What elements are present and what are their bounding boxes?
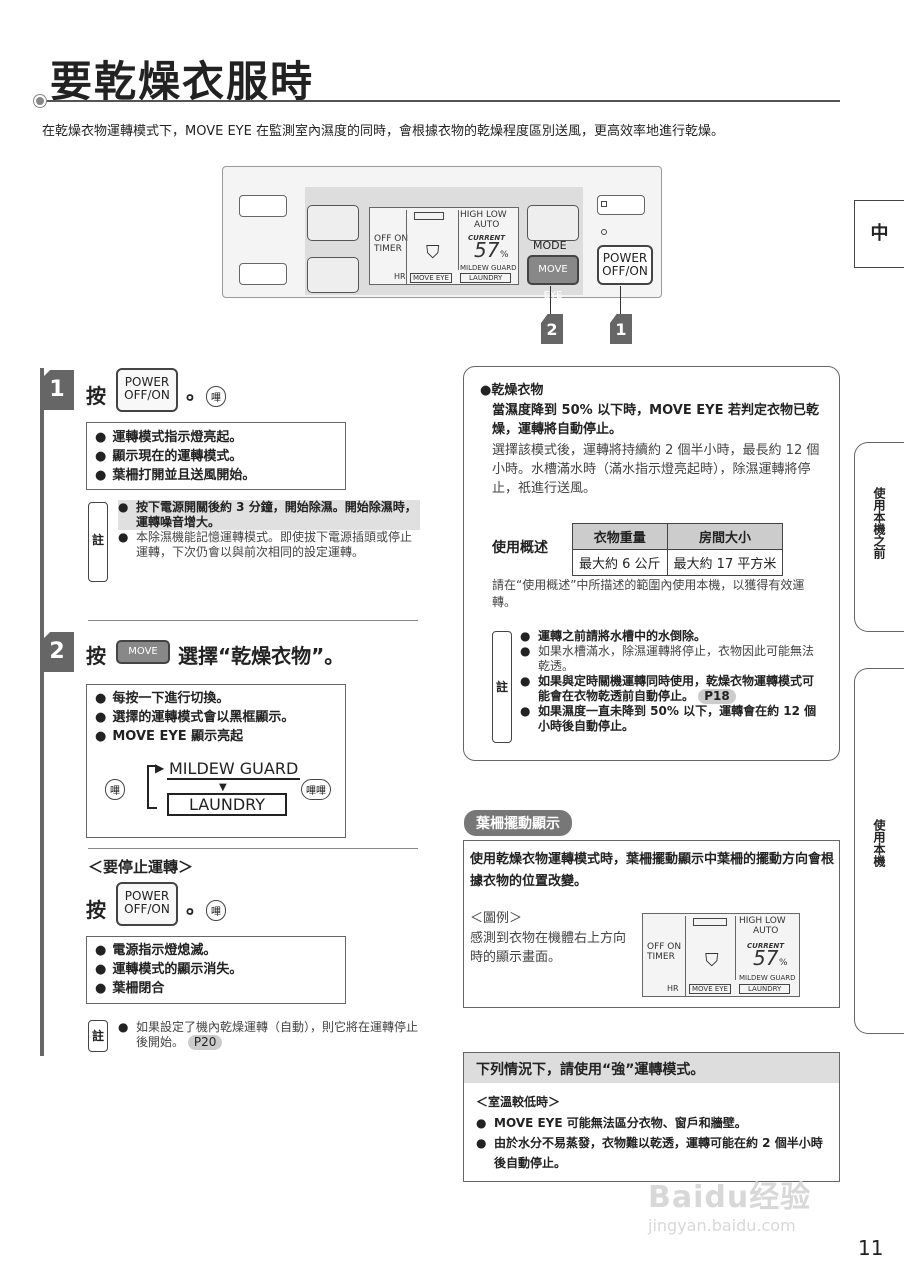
step-2-mildew-guard: MILDEW GUARD bbox=[167, 759, 301, 780]
dry-clothes-box: ●乾燥衣物 當濕度降到 50% 以下時，MOVE EYE 若判定衣物已乾燥，運轉… bbox=[463, 366, 840, 761]
panel-key bbox=[307, 205, 359, 241]
divider bbox=[88, 848, 418, 849]
stop-end: 。 bbox=[186, 894, 206, 918]
tab-language: 中 bbox=[854, 200, 904, 268]
strong-sub: ＜室溫較低時＞ bbox=[476, 1095, 561, 1109]
title-dot bbox=[34, 95, 46, 107]
panel-key bbox=[307, 257, 359, 293]
panel-lcd: OFF ON TIMER HR ⛉ HIGH LOW AUTO CURRENT … bbox=[369, 207, 519, 285]
panel-mode-label: MODE bbox=[533, 239, 567, 252]
dry-bold-text: 當濕度降到 50% 以下時，MOVE EYE 若判定衣物已乾燥，運轉將自動停止。 bbox=[492, 403, 819, 437]
step-2-press: 按 bbox=[86, 644, 106, 668]
callout-2: 2 bbox=[541, 314, 563, 344]
usage-label: 使用概述 bbox=[492, 540, 548, 556]
watermark-logo: Baidu经验 bbox=[648, 1180, 812, 1215]
step-1-press: 按 bbox=[86, 384, 106, 408]
lcd-high-low: HIGH LOW bbox=[460, 210, 507, 220]
step-2-beep-1: 嗶 bbox=[105, 779, 125, 800]
step-1-beep: 嗶 bbox=[206, 386, 226, 407]
lcd-timer: TIMER bbox=[374, 244, 402, 254]
lcd-move-eye: MOVE EYE bbox=[410, 273, 452, 283]
stop-bullets: 電源指示燈熄滅。 運轉模式的顯示消失。 葉柵閉合 bbox=[86, 936, 346, 1004]
step-2-bullets: 每按一下進行切換。 選擇的運轉模式會以黑框顯示。 MOVE EYE 顯示亮起 嗶… bbox=[86, 684, 346, 838]
step-2-move-eye-button-icon: MOVE EYE bbox=[116, 640, 170, 677]
step-1-notes: 按下電源開關後約 3 分鐘，開始除濕。開始除濕時，運轉噪音增大。 本除濕機能記憶… bbox=[118, 500, 420, 560]
left-rule bbox=[40, 368, 44, 1056]
lcd-mildew-guard: MILDEW GUARD bbox=[460, 264, 517, 272]
strong-bullets: MOVE EYE 可能無法區分衣物、窗戶和牆壁。 由於水分不易蒸發，衣物難以乾透… bbox=[476, 1113, 832, 1173]
louver-pill: 葉柵擺動顯示 bbox=[464, 810, 572, 836]
lcd-humidity: 57 bbox=[474, 238, 500, 262]
step-2-select: 選擇“乾燥衣物”。 bbox=[178, 644, 345, 668]
step-1-note-icon: 註 bbox=[88, 502, 108, 582]
panel-indicator-button bbox=[597, 195, 645, 215]
step-2-badge: 2 bbox=[40, 632, 74, 672]
panel-key bbox=[527, 205, 579, 241]
louver-desc: 使用乾燥衣物運轉模式時，葉柵擺動顯示中葉柵的擺動方向會根據衣物的位置改變。 bbox=[470, 852, 835, 889]
intro-text: 在乾燥衣物運轉模式下，MOVE EYE 在監測室內濕度的同時，會根據衣物的乾燥程… bbox=[42, 124, 724, 139]
title-rule bbox=[36, 100, 840, 102]
panel-button-left-top bbox=[239, 195, 287, 217]
control-panel-illustration: OFF ON TIMER HR ⛉ HIGH LOW AUTO CURRENT … bbox=[222, 166, 662, 301]
louver-box: 使用乾燥衣物運轉模式時，葉柵擺動顯示中葉柵的擺動方向會根據衣物的位置改變。 ＜圖… bbox=[463, 840, 840, 1008]
step-1-end: 。 bbox=[186, 380, 206, 404]
callout-1: 1 bbox=[610, 314, 632, 344]
strong-mode-box: 下列情況下，請使用“強”運轉模式。 ＜室溫較低時＞ MOVE EYE 可能無法區… bbox=[463, 1052, 840, 1182]
panel-button-left-bottom bbox=[239, 263, 287, 285]
stop-beep: 嗶 bbox=[206, 900, 226, 921]
step-2-beep-2: 嗶嗶 bbox=[301, 779, 331, 800]
strong-heading: 下列情況下，請使用“強”運轉模式。 bbox=[476, 1062, 705, 1078]
divider bbox=[88, 620, 418, 621]
lcd-hr: HR bbox=[394, 272, 406, 281]
louver-example-text: 感測到衣物在機體右上方向時的顯示畫面。 bbox=[470, 931, 627, 965]
page-title: 要乾燥衣服時 bbox=[50, 57, 315, 106]
lcd-auto: AUTO bbox=[474, 220, 500, 230]
step-1-bullets: 運轉模式指示燈亮起。 顯示現在的運轉模式。 葉柵打開並且送風開始。 bbox=[86, 422, 346, 490]
dry-text: 選擇該模式後，運轉將持續約 2 個半小時，最長約 12 個小時。水槽滿水時（滿水… bbox=[492, 443, 820, 496]
lcd-clothes-icon: ⛉ bbox=[426, 242, 440, 263]
panel-display-zone: OFF ON TIMER HR ⛉ HIGH LOW AUTO CURRENT … bbox=[305, 187, 583, 301]
tab-use: 使用本機 bbox=[854, 668, 904, 1034]
stop-heading: ＜要停止運轉＞ bbox=[88, 858, 194, 876]
panel-move-eye-button: MOVE EYE bbox=[527, 255, 579, 301]
panel-power-button: POWER OFF/ON bbox=[597, 245, 653, 285]
dry-notes: 運轉之前請將水槽中的水倒除。 如果水槽滿水，除濕運轉將停止，衣物因此可能無法乾透… bbox=[520, 629, 820, 734]
lcd-off-on: OFF ON bbox=[374, 234, 409, 244]
usage-table: 衣物重量房間大小 最大約 6 公斤最大約 17 平方米 bbox=[572, 523, 784, 576]
watermark-url: jingyan.baidu.com bbox=[648, 1216, 796, 1235]
dry-ref: P18 bbox=[698, 689, 736, 704]
dry-note-icon: 註 bbox=[492, 631, 512, 743]
tab-before-use: 使用本機之前 bbox=[854, 442, 904, 632]
louver-example: ＜圖例＞ bbox=[470, 911, 523, 926]
page-number: 11 bbox=[858, 1236, 884, 1260]
stop-press: 按 bbox=[86, 898, 106, 922]
lcd-percent: % bbox=[500, 250, 509, 260]
step-2-laundry: LAUNDRY bbox=[167, 793, 287, 816]
dry-after: 請在“使用概述”中所描述的範圍內使用本機，以獲得有效運轉。 bbox=[492, 578, 805, 609]
stop-note-icon: 註 bbox=[88, 1020, 108, 1052]
stop-ref: P20 bbox=[187, 1035, 223, 1050]
lcd-laundry: LAUNDRY bbox=[460, 273, 512, 283]
stop-note: 如果設定了機內乾燥運轉（自動），則它將在運轉停止後開始。 P20 bbox=[118, 1020, 420, 1050]
dry-heading: ●乾燥衣物 bbox=[480, 383, 544, 398]
step-1-badge: 1 bbox=[40, 370, 74, 410]
louver-clothes-icon: ⛉ bbox=[705, 950, 719, 971]
lcd-current: CURRENT bbox=[468, 234, 506, 242]
louver-lcd: OFF ON TIMER HR ⛉ HIGH LOW AUTO CURRENT … bbox=[642, 913, 800, 997]
